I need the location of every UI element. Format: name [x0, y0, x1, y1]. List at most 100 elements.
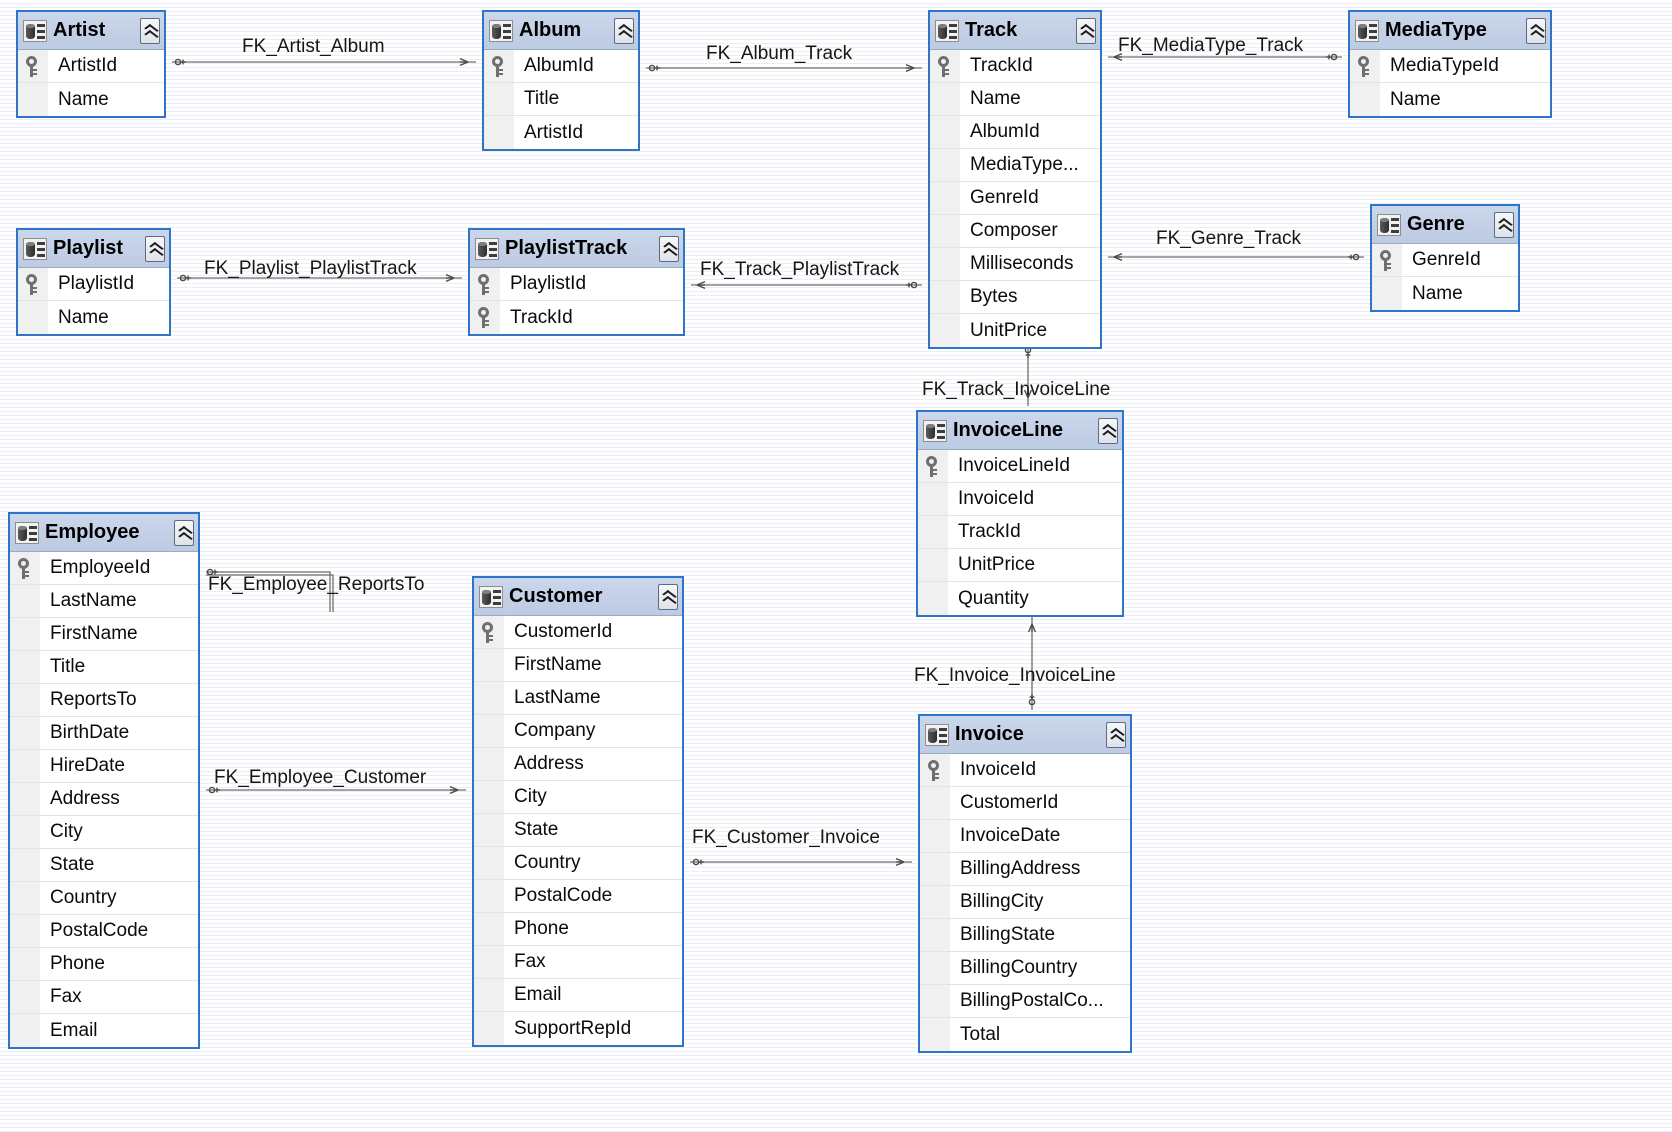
- relationship-label[interactable]: FK_Album_Track: [706, 43, 853, 64]
- collapse-icon[interactable]: [1106, 721, 1126, 748]
- relationship-label[interactable]: FK_Employee_Customer: [214, 767, 427, 788]
- relationship-label[interactable]: FK_Track_InvoiceLine: [922, 379, 1111, 400]
- field-row[interactable]: BillingPostalCo...: [920, 985, 1130, 1018]
- entity-header[interactable]: Artist: [18, 12, 164, 50]
- entity-header[interactable]: InvoiceLine: [918, 412, 1122, 450]
- field-row[interactable]: Title: [10, 651, 198, 684]
- relationship-label[interactable]: FK_Employee_ReportsTo: [208, 574, 425, 595]
- link-fk-invoice-invoiceline[interactable]: [1027, 616, 1037, 710]
- entity-header[interactable]: Playlist: [18, 230, 169, 268]
- field-row[interactable]: State: [474, 814, 682, 847]
- field-row[interactable]: Phone: [474, 913, 682, 946]
- field-row[interactable]: TrackId: [930, 50, 1100, 83]
- field-row[interactable]: GenreId: [1372, 244, 1518, 277]
- field-row[interactable]: Name: [18, 301, 169, 334]
- field-row[interactable]: PlaylistId: [18, 268, 169, 301]
- relationship-label[interactable]: FK_Playlist_PlaylistTrack: [204, 258, 417, 279]
- entity-header[interactable]: Customer: [474, 578, 682, 616]
- relationship-label[interactable]: FK_Artist_Album: [242, 36, 385, 57]
- relationship-label[interactable]: FK_Track_PlaylistTrack: [700, 259, 900, 280]
- collapse-icon[interactable]: [1526, 17, 1546, 44]
- link-fk-genre-track[interactable]: [1108, 252, 1364, 262]
- field-row[interactable]: Name: [930, 83, 1100, 116]
- collapse-icon[interactable]: [658, 583, 678, 610]
- field-row[interactable]: Bytes: [930, 281, 1100, 314]
- field-row[interactable]: BillingCountry: [920, 952, 1130, 985]
- field-row[interactable]: BillingCity: [920, 886, 1130, 919]
- field-row[interactable]: Fax: [474, 946, 682, 979]
- entity-header[interactable]: PlaylistTrack: [470, 230, 683, 268]
- field-row[interactable]: Address: [474, 748, 682, 781]
- field-row[interactable]: Company: [474, 715, 682, 748]
- field-row[interactable]: Composer: [930, 215, 1100, 248]
- field-row[interactable]: Name: [1350, 83, 1550, 116]
- field-row[interactable]: EmployeeId: [10, 552, 198, 585]
- field-row[interactable]: City: [10, 816, 198, 849]
- field-row[interactable]: ArtistId: [484, 116, 638, 149]
- field-row[interactable]: Address: [10, 783, 198, 816]
- link-fk-customer-invoice[interactable]: [690, 857, 912, 867]
- field-row[interactable]: PostalCode: [10, 915, 198, 948]
- field-row[interactable]: TrackId: [470, 301, 683, 334]
- field-row[interactable]: FirstName: [474, 649, 682, 682]
- field-row[interactable]: LastName: [10, 585, 198, 618]
- link-fk-artist-album[interactable]: [172, 57, 476, 67]
- field-row[interactable]: FirstName: [10, 618, 198, 651]
- collapse-icon[interactable]: [659, 235, 679, 262]
- collapse-icon[interactable]: [1076, 17, 1096, 44]
- relationship-label[interactable]: FK_Invoice_InvoiceLine: [914, 665, 1116, 686]
- field-row[interactable]: Email: [10, 1014, 198, 1047]
- field-row[interactable]: Country: [474, 847, 682, 880]
- field-row[interactable]: GenreId: [930, 182, 1100, 215]
- relationship-label[interactable]: FK_MediaType_Track: [1118, 35, 1304, 56]
- entity-header[interactable]: MediaType: [1350, 12, 1550, 50]
- collapse-icon[interactable]: [1494, 211, 1514, 238]
- field-row[interactable]: State: [10, 849, 198, 882]
- collapse-icon[interactable]: [145, 235, 165, 262]
- collapse-icon[interactable]: [614, 17, 634, 44]
- relationship-label[interactable]: FK_Customer_Invoice: [692, 827, 880, 848]
- field-row[interactable]: Milliseconds: [930, 248, 1100, 281]
- field-row[interactable]: InvoiceId: [918, 483, 1122, 516]
- field-row[interactable]: InvoiceDate: [920, 820, 1130, 853]
- field-row[interactable]: UnitPrice: [930, 314, 1100, 347]
- field-row[interactable]: BirthDate: [10, 717, 198, 750]
- entity-header[interactable]: Employee: [10, 514, 198, 552]
- entity-header[interactable]: Invoice: [920, 716, 1130, 754]
- link-fk-track-playlisttrack[interactable]: [691, 280, 922, 290]
- collapse-icon[interactable]: [1098, 417, 1118, 444]
- field-row[interactable]: UnitPrice: [918, 549, 1122, 582]
- field-row[interactable]: BillingAddress: [920, 853, 1130, 886]
- entity-header[interactable]: Album: [484, 12, 638, 50]
- field-row[interactable]: ReportsTo: [10, 684, 198, 717]
- field-row[interactable]: Country: [10, 882, 198, 915]
- field-row[interactable]: InvoiceLineId: [918, 450, 1122, 483]
- field-row[interactable]: MediaType...: [930, 149, 1100, 182]
- field-row[interactable]: ArtistId: [18, 50, 164, 83]
- field-row[interactable]: AlbumId: [484, 50, 638, 83]
- collapse-icon[interactable]: [140, 17, 160, 44]
- collapse-icon[interactable]: [174, 519, 194, 546]
- field-row[interactable]: City: [474, 781, 682, 814]
- field-row[interactable]: Name: [1372, 277, 1518, 310]
- field-row[interactable]: Email: [474, 979, 682, 1012]
- field-row[interactable]: MediaTypeId: [1350, 50, 1550, 83]
- field-row[interactable]: Name: [18, 83, 164, 116]
- link-fk-album-track[interactable]: [646, 63, 922, 73]
- field-row[interactable]: Quantity: [918, 582, 1122, 615]
- field-row[interactable]: Fax: [10, 981, 198, 1014]
- field-row[interactable]: BillingState: [920, 919, 1130, 952]
- field-row[interactable]: TrackId: [918, 516, 1122, 549]
- field-row[interactable]: Title: [484, 83, 638, 116]
